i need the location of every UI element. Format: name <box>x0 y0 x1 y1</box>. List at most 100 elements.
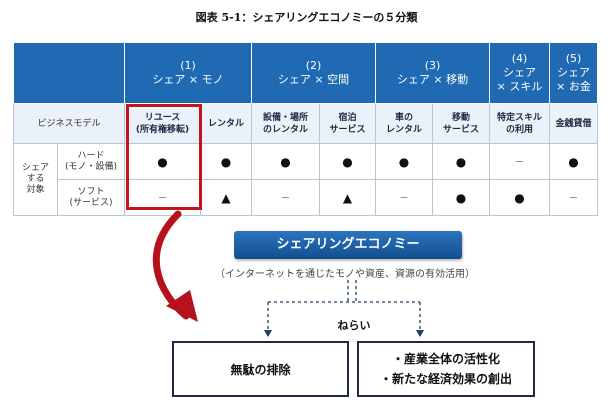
category-header-4: (4) シェア × スキル <box>489 42 550 104</box>
model-line: 金銭貸借 <box>555 118 592 129</box>
category-num: (1) <box>180 59 196 72</box>
mark: ● <box>398 154 410 169</box>
side-line: する <box>26 174 45 184</box>
sharing-economy-caption: （インターネットを通じたモノや資産、資源の有効活用） <box>215 269 475 280</box>
mark-cell: ▲ <box>319 179 376 216</box>
mark: ● <box>455 154 467 169</box>
soft-row: ソフト (サービス) − ▲ − ▲ − ● ● − <box>14 179 598 216</box>
category-header-2: (2) シェア × 空間 <box>251 42 376 104</box>
mark: ● <box>455 190 467 205</box>
mark: ▲ <box>221 190 231 205</box>
category-header-3: (3) シェア × 移動 <box>375 42 490 104</box>
category-label: シェア × 移動 <box>396 73 469 86</box>
mark-cell: ● <box>251 143 320 180</box>
waste-elimination-box: 無駄の排除 <box>172 341 349 397</box>
category-label: シェア <box>557 66 590 79</box>
sub-line: ソフト <box>77 186 105 197</box>
mark-cell: − <box>251 179 320 216</box>
waste-elimination-text: 無駄の排除 <box>230 362 291 377</box>
sub-line: ハード <box>77 150 105 161</box>
red-arrow-head <box>166 290 198 322</box>
reuse-highlight-frame <box>126 104 202 210</box>
category-label: × お金 <box>556 80 591 93</box>
mark-cell: − <box>375 179 433 216</box>
mark: ● <box>220 154 232 169</box>
model-cell: 移動サービス <box>432 103 490 144</box>
side-line: シェア <box>21 163 49 173</box>
model-line: リユース <box>144 112 181 123</box>
model-line: のレンタル <box>262 124 308 135</box>
model-line: 設備・場所 <box>262 112 308 123</box>
model-line: の利用 <box>505 124 533 135</box>
category-label: シェア × モノ <box>152 73 224 86</box>
arrow-head <box>416 330 424 337</box>
mark-cell: ● <box>432 179 490 216</box>
header-corner <box>13 42 125 104</box>
mark: − <box>280 191 291 204</box>
model-line: 特定スキル <box>496 112 542 123</box>
arrow-head <box>264 330 272 337</box>
mark-cell: − <box>489 143 550 180</box>
mark-cell: ▲ <box>200 179 252 216</box>
category-header-5: (5) シェア × お金 <box>549 42 598 104</box>
mark: − <box>568 191 579 204</box>
model-cell: 宿泊サービス <box>319 103 376 144</box>
mark: − <box>399 191 409 204</box>
hard-label: ハード (モノ・設備) <box>57 143 125 180</box>
sub-line: (モノ・設備) <box>64 161 118 172</box>
category-num: (2) <box>305 59 322 72</box>
category-label: × スキル <box>496 80 543 93</box>
model-cell: リユース(所有権移転) <box>124 103 201 144</box>
category-label: シェア <box>503 66 536 79</box>
mark-cell: ● <box>200 143 252 180</box>
business-model-label: ビジネスモデル <box>13 103 125 144</box>
share-classification-table: (1) シェア × モノ (2) シェア × 空間 (3) シェア × 移動 (… <box>13 42 598 216</box>
model-cell: 金銭貸借 <box>549 103 598 144</box>
effect-line: ・新たな経済効果の創出 <box>379 372 512 386</box>
model-line: サービス <box>329 124 366 135</box>
mark-cell: − <box>549 179 598 216</box>
mark: ● <box>342 154 353 169</box>
category-header-1: (1) シェア × モノ <box>124 42 252 104</box>
hard-row: シェア する 対象 ハード (モノ・設備) ● ● ● ● ● ● − ● <box>13 143 598 216</box>
mark: ● <box>568 154 579 169</box>
model-cell: 設備・場所のレンタル <box>251 103 320 144</box>
mark-cell: ● <box>124 143 201 180</box>
model-cell: 車のレンタル <box>375 103 433 144</box>
mark: − <box>157 191 168 204</box>
mark-cell: ● <box>432 143 490 180</box>
mark: ● <box>280 154 291 169</box>
mark: ▲ <box>342 190 353 205</box>
model-line: サービス <box>442 124 479 135</box>
mark: ● <box>157 154 168 169</box>
economic-effects-box: ・産業全体の活性化 ・新たな経済効果の創出 <box>357 341 535 397</box>
business-model-row: ビジネスモデル リユース(所有権移転) レンタル 設備・場所のレンタル 宿泊サー… <box>13 103 598 144</box>
model-line: 車の <box>394 112 413 123</box>
sub-line: (サービス) <box>69 197 113 208</box>
sharing-economy-box: シェアリングエコノミー <box>234 231 462 259</box>
soft-label: ソフト (サービス) <box>57 179 125 216</box>
mark-cell: ● <box>319 143 376 180</box>
model-line: (所有権移転) <box>135 124 190 135</box>
model-line: レンタル <box>385 124 422 135</box>
category-header-row: (1) シェア × モノ (2) シェア × 空間 (3) シェア × 移動 (… <box>13 42 598 104</box>
aim-label: ねらい <box>337 319 371 332</box>
model-line: レンタル <box>207 118 244 129</box>
mark-cell: ● <box>489 179 550 216</box>
figure-title: 図表 5-1：シェアリングエコノミーの５分類 <box>195 11 418 24</box>
category-num: (5) <box>565 52 582 65</box>
model-line: 移動 <box>451 112 470 123</box>
model-cell: 特定スキルの利用 <box>489 103 550 144</box>
mark: ● <box>514 190 525 205</box>
mark: − <box>514 155 525 168</box>
effect-line: ・産業全体の活性化 <box>391 352 500 366</box>
model-line: 宿泊 <box>338 112 357 123</box>
model-cell: レンタル <box>200 103 252 144</box>
side-line: 対象 <box>26 185 45 195</box>
category-label: シェア × 空間 <box>277 73 350 86</box>
mark-cell: ● <box>375 143 433 180</box>
mark-cell: ● <box>549 143 598 180</box>
share-target-label: シェア する 対象 <box>13 143 58 216</box>
category-num: (4) <box>511 52 528 65</box>
category-num: (3) <box>424 59 441 72</box>
